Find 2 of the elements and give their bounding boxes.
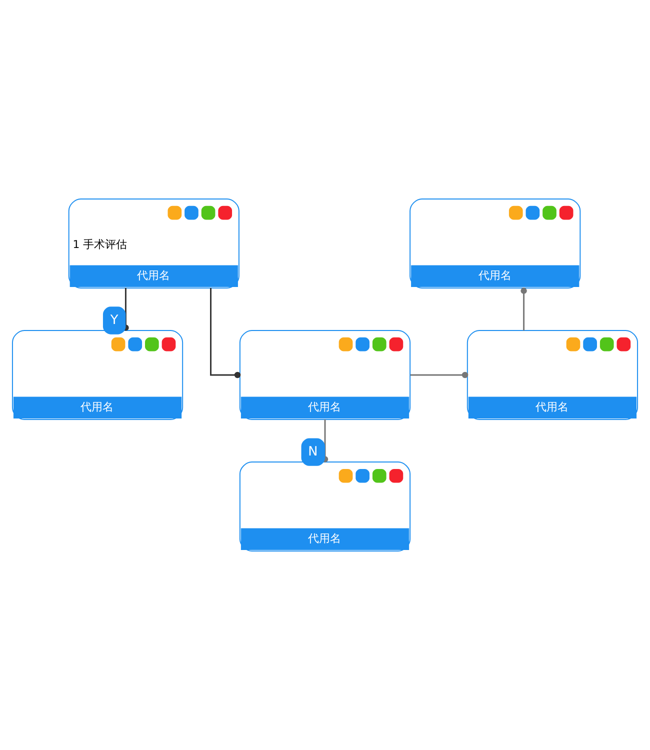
edge-label: Y xyxy=(110,312,118,328)
edge-label: N xyxy=(308,444,318,460)
